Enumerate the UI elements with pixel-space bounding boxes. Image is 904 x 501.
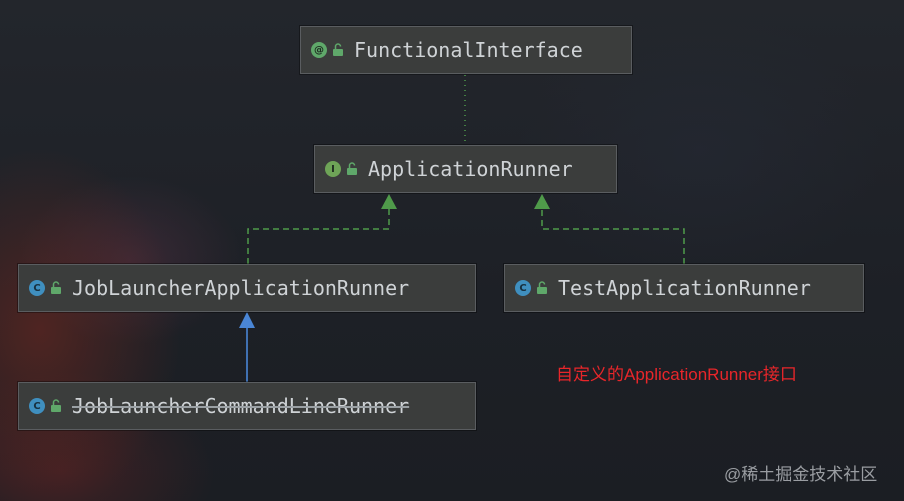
node-job-launcher-command-line-runner[interactable]: C JobLauncherCommandLineRunner — [18, 382, 476, 430]
class-icon: C — [29, 280, 45, 296]
watermark: @稀土掘金技术社区 — [724, 465, 878, 484]
node-functional-interface[interactable]: @ FunctionalInterface — [300, 26, 632, 74]
node-test-application-runner[interactable]: C TestApplicationRunner — [504, 264, 864, 312]
implements-arrowhead-left — [381, 194, 397, 209]
annotation-note: 自定义的ApplicationRunner接口 — [556, 365, 797, 384]
node-label: ApplicationRunner — [368, 157, 573, 181]
interface-icon: I — [325, 161, 341, 177]
node-application-runner[interactable]: I ApplicationRunner — [314, 145, 617, 193]
node-label: FunctionalInterface — [354, 38, 583, 62]
class-icon: C — [29, 398, 45, 414]
implements-arrowhead-right — [534, 194, 550, 209]
node-label: JobLauncherApplicationRunner — [72, 276, 410, 300]
extends-arrowhead — [239, 312, 255, 328]
implements-edge-test — [541, 208, 685, 264]
annotation-icon: @ — [311, 42, 327, 58]
implements-edge-joblauncher — [247, 208, 390, 264]
unlocked-icon — [333, 43, 343, 56]
node-label: JobLauncherCommandLineRunner — [72, 394, 410, 418]
node-label: TestApplicationRunner — [558, 276, 811, 300]
unlocked-icon — [51, 399, 61, 412]
unlocked-icon — [51, 281, 61, 294]
node-job-launcher-application-runner[interactable]: C JobLauncherApplicationRunner — [18, 264, 476, 312]
unlocked-icon — [537, 281, 547, 294]
class-icon: C — [515, 280, 531, 296]
unlocked-icon — [347, 162, 357, 175]
